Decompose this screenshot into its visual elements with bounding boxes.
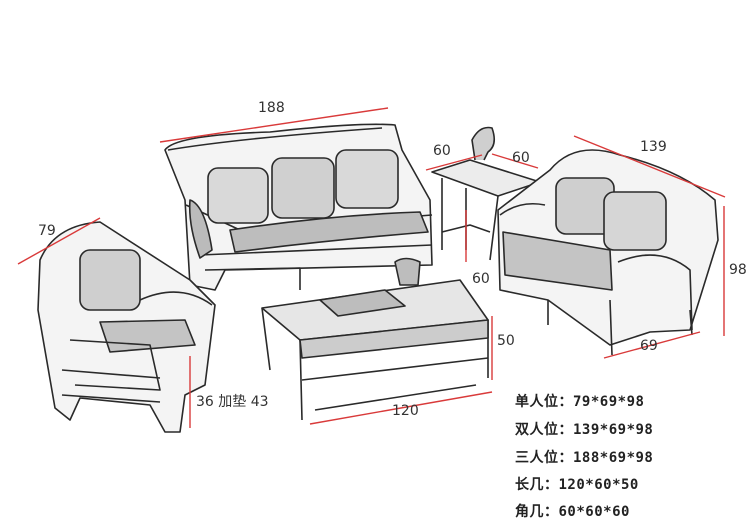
two-seat-sofa [497,149,719,356]
coffee-table [261,257,489,421]
armchair [37,221,216,433]
dim-chair-width: 79 [38,223,56,239]
spec-corner-table: 角几：60*60*60 [515,504,630,520]
dim-table-length: 120 [392,403,419,419]
dim-corner-width: 60 [433,143,451,159]
dim-line-corner-d [491,153,539,169]
three-seat-sofa [164,123,433,291]
dim-sofa3-width: 188 [258,100,285,116]
dim-sofa2-width: 139 [640,139,667,155]
dim-line-120 [309,391,493,425]
spec-two-seat: 双人位：139*69*98 [515,422,654,438]
spec-single-seat: 单人位：79*69*98 [515,394,645,410]
dim-line-139 [573,135,726,198]
dim-corner-depth: 60 [512,150,530,166]
dim-line-79 [17,217,101,265]
dim-sofa2-depth: 69 [640,338,658,354]
dim-sofa2-height: 98 [729,262,747,278]
dim-table-height: 50 [497,333,515,349]
dim-line-188 [159,107,389,143]
dim-line-69 [603,331,701,359]
dim-seat-height: 36 加垫 43 [196,394,269,410]
spec-coffee-table: 长几：120*60*50 [515,477,639,493]
spec-three-seat: 三人位：188*69*98 [515,450,654,466]
corner-table [431,126,541,261]
dim-corner-height: 60 [472,271,490,287]
dim-line-corner-w [425,154,483,171]
